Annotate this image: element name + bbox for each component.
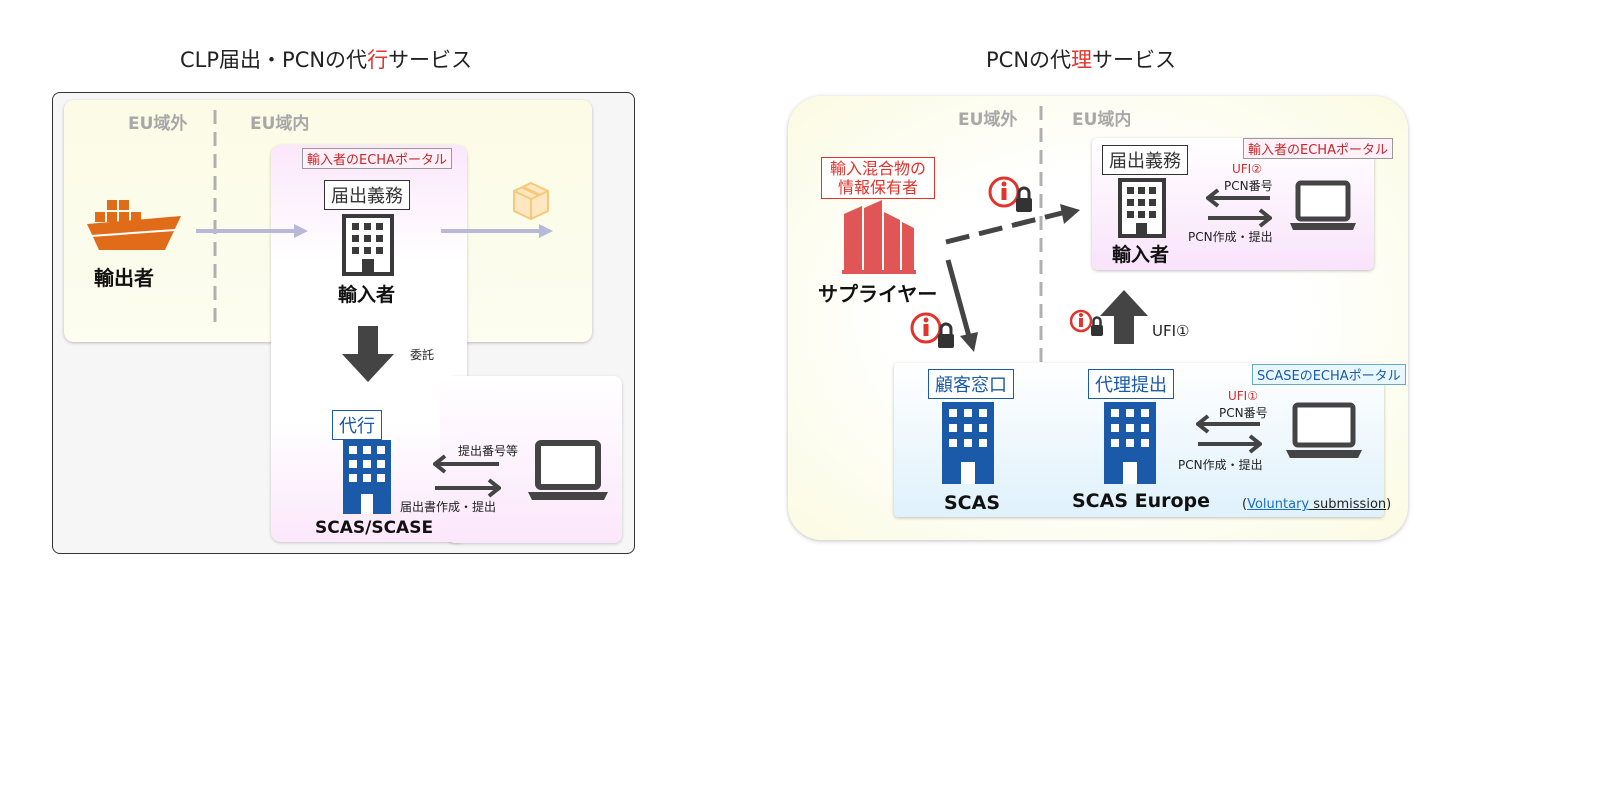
scase-portal-label: SCASEのECHAポータル [1252, 364, 1406, 385]
left-company-label: SCAS/SCASE [315, 518, 434, 538]
right-zone-outside: EU域外 [958, 110, 1018, 130]
right-ufi2: UFI② [1232, 162, 1262, 176]
right-importer-portal-label: 輸入者のECHAポータル [1243, 138, 1393, 159]
factory-icon-supplier [842, 200, 916, 274]
right-zone-inside: EU域内 [1072, 110, 1132, 130]
voluntary-submission-note: (Voluntary submission) [1242, 497, 1391, 512]
left-title-highlight: 行 [367, 48, 389, 72]
laptop-icon-right-bottom [1286, 402, 1362, 458]
right-duty-label: 届出義務 [1102, 145, 1188, 175]
paren-open: ( [1242, 497, 1248, 512]
right-exchange-arrows-top [1206, 188, 1272, 228]
paren-close: ) [1386, 497, 1392, 512]
laptop-icon-right-top [1290, 180, 1356, 230]
right-title-pre: PCNの代 [986, 48, 1072, 72]
building-icon-right-importer [1118, 178, 1166, 238]
right-diagram-title: PCNの代理サービス [986, 44, 1176, 74]
upload-up-arrow [1100, 290, 1148, 344]
ship-icon [87, 200, 181, 250]
exporter-label: 輸出者 [94, 266, 154, 290]
info-holder-label: 輸入混合物の 情報保有者 [821, 157, 936, 199]
right-ufi1: UFI① [1228, 389, 1258, 403]
left-portal-label: 輸入者のECHAポータル [302, 148, 452, 169]
agency-label: 代行 [332, 410, 382, 440]
left-create-submit: 届出書作成・提出 [400, 500, 497, 514]
left-diagram-title: CLP届出・PCNの代行サービス [180, 44, 472, 74]
arrow-to-scas [945, 259, 978, 352]
right-pcn-create-2: PCN作成・提出 [1178, 458, 1263, 472]
right-pcn-create: PCN作成・提出 [1188, 230, 1273, 244]
info-lock-icon-1 [988, 176, 1032, 212]
laptop-icon-left [528, 440, 608, 500]
right-pcn-number: PCN番号 [1224, 179, 1273, 193]
right-exchange-arrows-bottom [1196, 414, 1262, 454]
dashed-arrow-to-importer [945, 204, 1080, 245]
left-submit-numbers: 提出番号等 [458, 444, 519, 458]
left-duty-label: 届出義務 [324, 180, 410, 210]
right-title-highlight: 理 [1071, 48, 1093, 72]
ufi1-label: UFI① [1152, 322, 1190, 340]
right-pcn-number-2: PCN番号 [1219, 406, 1268, 420]
company-scas-europe-label: SCAS Europe [1072, 490, 1211, 512]
left-zone-outside: EU域外 [128, 114, 188, 134]
right-title-post: サービス [1092, 48, 1177, 72]
supplier-label: サプライヤー [818, 282, 938, 306]
building-icon-scas [343, 440, 391, 514]
left-zone-inside: EU域内 [250, 114, 310, 134]
company-scas-label: SCAS [944, 492, 1001, 514]
package-icon [513, 181, 549, 221]
customer-window-label: 顧客窓口 [928, 369, 1014, 399]
info-lock-icon-3 [1070, 309, 1103, 336]
left-title-post: サービス [388, 48, 473, 72]
left-flow-arrow-out [441, 224, 553, 238]
left-title-pre: CLP届出・PCNの代 [180, 48, 368, 72]
delegate-label: 委託 [410, 348, 435, 362]
building-icon-scas-europe [1104, 402, 1156, 484]
delegate-down-arrow [342, 326, 394, 382]
left-panel-join [440, 376, 480, 542]
submission-text: submission [1309, 497, 1387, 512]
right-importer-label: 輸入者 [1112, 244, 1170, 266]
agent-submit-label: 代理提出 [1088, 369, 1174, 399]
building-icon-importer [342, 214, 394, 276]
left-importer-label: 輸入者 [338, 284, 396, 306]
building-icon-scas-jp [942, 402, 994, 484]
voluntary-submission-link[interactable]: Voluntary [1247, 497, 1310, 512]
left-dashed-divider [213, 110, 217, 322]
info-lock-icon-2 [910, 312, 954, 348]
left-flow-arrow-in [196, 224, 308, 238]
left-exchange-arrows [433, 454, 501, 498]
